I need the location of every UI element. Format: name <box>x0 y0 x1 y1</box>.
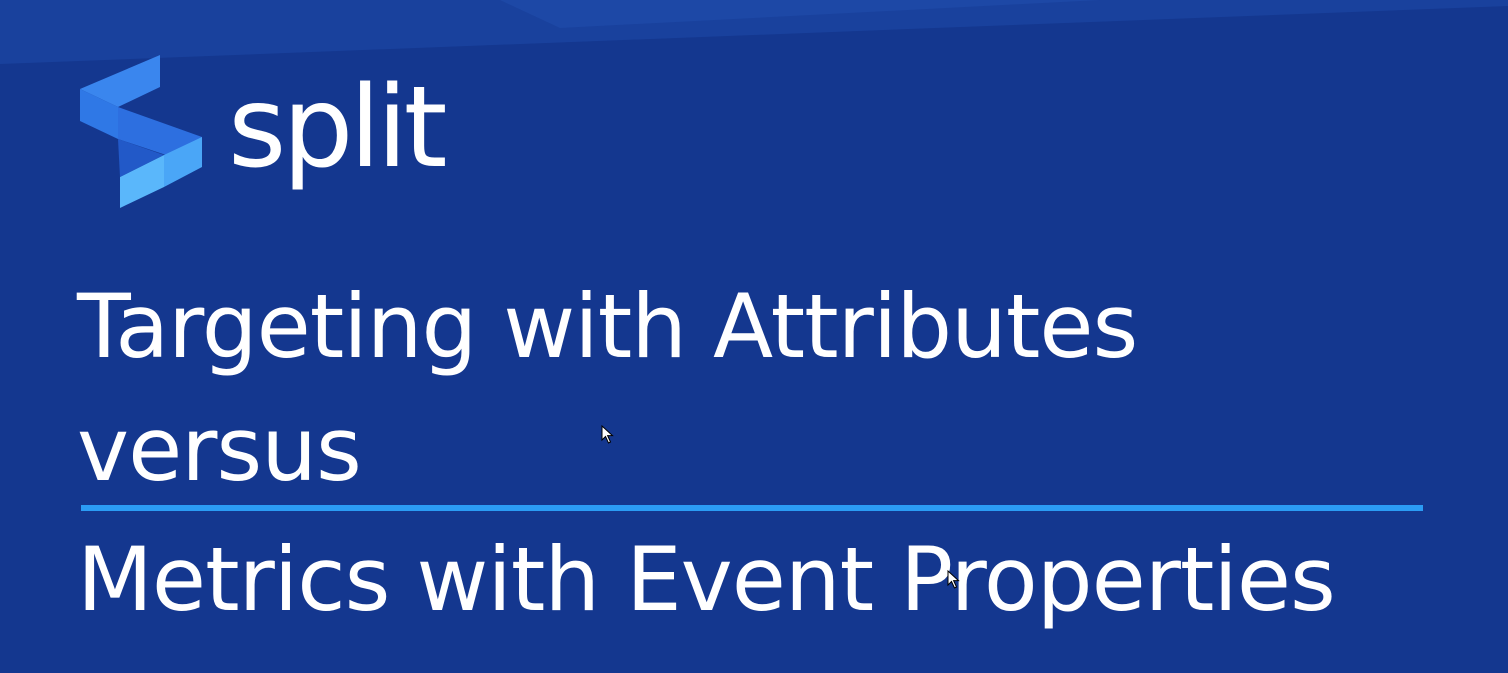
split-logo: split <box>78 55 458 215</box>
slide-title-line-1: Targeting with Attributes <box>77 275 1138 378</box>
split-logo-icon <box>80 55 202 208</box>
mouse-pointer-icon <box>947 570 960 589</box>
title-divider <box>81 505 1423 511</box>
split-logo-wordmark: split <box>228 63 448 193</box>
slide-title-line-3: Metrics with Event Properties <box>77 528 1336 631</box>
mouse-pointer-icon <box>601 425 614 444</box>
slide-title-line-2: versus <box>77 398 362 501</box>
